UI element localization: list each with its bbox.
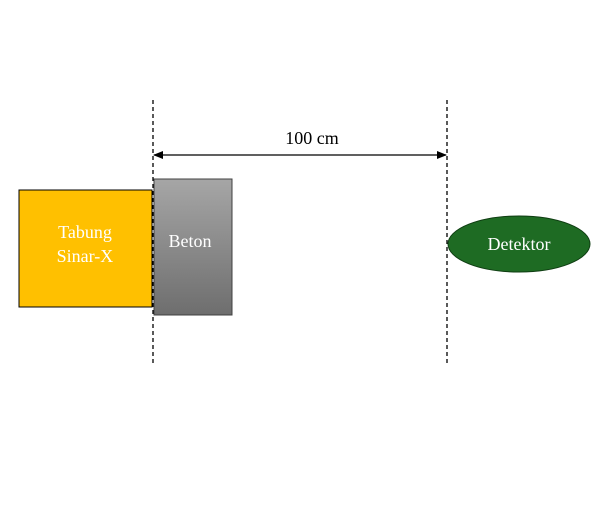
xray-tube-label-line1: Tabung [58,222,112,242]
distance-label: 100 cm [285,128,339,148]
detector-label: Detektor [488,234,551,254]
xray-tube-label-line2: Sinar-X [57,246,114,266]
concrete-block [153,178,233,316]
concrete-label: Beton [169,231,212,251]
xray-tube-box [18,189,153,308]
detector-ellipse [447,215,591,273]
